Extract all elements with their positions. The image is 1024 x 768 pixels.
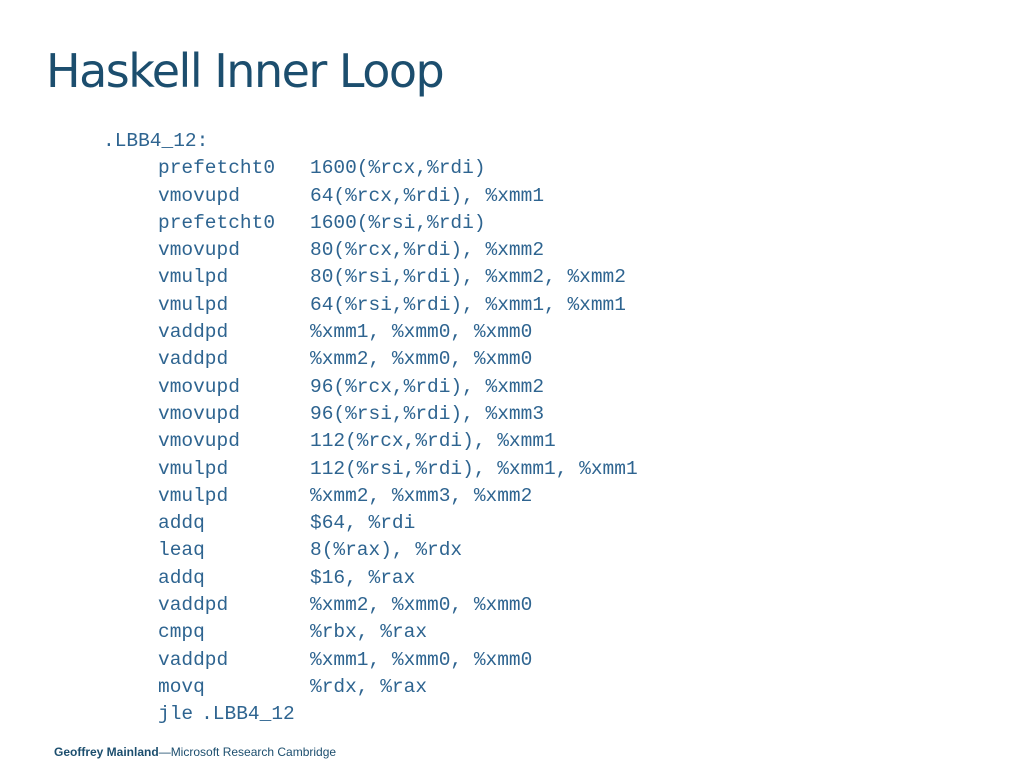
code-operands: .LBB4_12 [201, 703, 295, 726]
code-line: vaddpd %xmm2, %xmm0, %xmm0 [103, 346, 638, 373]
code-operands: 96(%rsi,%rdi), %xmm3 [310, 402, 545, 425]
code-operands: %rdx, %rax [310, 675, 428, 698]
code-line: vmovupd 96(%rsi,%rdi), %xmm3 [103, 401, 638, 428]
code-operands: %xmm2, %xmm3, %xmm2 [310, 484, 533, 507]
code-line: cmpq %rbx, %rax [103, 619, 638, 646]
code-line: vmovupd 96(%rcx,%rdi), %xmm2 [103, 374, 638, 401]
code-line: vaddpd %xmm1, %xmm0, %xmm0 [103, 647, 638, 674]
footer-separator: — [158, 745, 171, 759]
footer-author: Geoffrey Mainland [54, 745, 159, 759]
code-operands: 80(%rsi,%rdi), %xmm2, %xmm2 [310, 266, 626, 289]
code-label: .LBB4_12: [103, 130, 209, 152]
code-opcode: vmovupd [158, 402, 240, 425]
code-opcode: movq [158, 675, 205, 698]
code-opcode: vmulpd [158, 266, 229, 289]
code-line: vmovupd 64(%rcx,%rdi), %xmm1 [103, 183, 638, 210]
code-operands: %xmm1, %xmm0, %xmm0 [310, 648, 533, 671]
code-operands: %rbx, %rax [310, 621, 428, 644]
code-operands: $16, %rax [310, 566, 416, 589]
code-opcode: vmulpd [158, 484, 229, 507]
code-opcode: vmovupd [158, 239, 240, 262]
code-opcode: vaddpd [158, 594, 229, 617]
code-line: vmulpd 64(%rsi,%rdi), %xmm1, %xmm1 [103, 292, 638, 319]
code-line: prefetcht0 1600(%rcx,%rdi) [103, 155, 638, 182]
assembly-code-block: .LBB4_12: prefetcht0 1600(%rcx,%rdi) vmov… [103, 128, 638, 729]
code-operands: 64(%rcx,%rdi), %xmm1 [310, 184, 545, 207]
code-opcode: vaddpd [158, 348, 229, 371]
code-operands: 64(%rsi,%rdi), %xmm1, %xmm1 [310, 293, 626, 316]
code-line: prefetcht0 1600(%rsi,%rdi) [103, 210, 638, 237]
code-line: addq $16, %rax [103, 565, 638, 592]
code-opcode: addq [158, 566, 205, 589]
code-opcode: vaddpd [158, 321, 229, 344]
slide-footer: Geoffrey Mainland—Microsoft Research Cam… [54, 745, 336, 759]
code-opcode: vaddpd [158, 648, 229, 671]
code-line: vaddpd %xmm1, %xmm0, %xmm0 [103, 319, 638, 346]
code-line: movq %rdx, %rax [103, 674, 638, 701]
code-operands: 80(%rcx,%rdi), %xmm2 [310, 239, 545, 262]
code-opcode: vmulpd [158, 457, 229, 480]
code-line: addq $64, %rdi [103, 510, 638, 537]
code-opcode: vmovupd [158, 430, 240, 453]
code-operands: $64, %rdi [310, 512, 416, 535]
code-operands: 8(%rax), %rdx [310, 539, 463, 562]
code-line: vmovupd 80(%rcx,%rdi), %xmm2 [103, 237, 638, 264]
code-opcode: addq [158, 512, 205, 535]
code-opcode: cmpq [158, 621, 205, 644]
code-opcode: vmovupd [158, 184, 240, 207]
code-line: leaq 8(%rax), %rdx [103, 537, 638, 564]
code-line: vmulpd 112(%rsi,%rdi), %xmm1, %xmm1 [103, 456, 638, 483]
code-line: jle .LBB4_12 [103, 701, 638, 728]
code-operands: %xmm2, %xmm0, %xmm0 [310, 348, 533, 371]
code-operands: 96(%rcx,%rdi), %xmm2 [310, 375, 545, 398]
code-line: vmulpd 80(%rsi,%rdi), %xmm2, %xmm2 [103, 264, 638, 291]
code-operands: %xmm1, %xmm0, %xmm0 [310, 321, 533, 344]
code-operands: 1600(%rcx,%rdi) [310, 157, 486, 180]
code-operands: 112(%rcx,%rdi), %xmm1 [310, 430, 556, 453]
code-line: vmulpd %xmm2, %xmm3, %xmm2 [103, 483, 638, 510]
code-operands: 1600(%rsi,%rdi) [310, 211, 486, 234]
footer-organization: Microsoft Research Cambridge [170, 745, 337, 759]
code-operands: %xmm2, %xmm0, %xmm0 [310, 594, 533, 617]
code-line: vmovupd 112(%rcx,%rdi), %xmm1 [103, 428, 638, 455]
code-opcode: vmovupd [158, 375, 240, 398]
code-opcode: jle [158, 703, 194, 726]
code-line: vaddpd %xmm2, %xmm0, %xmm0 [103, 592, 638, 619]
code-opcode: prefetcht0 [158, 211, 276, 234]
code-operands: 112(%rsi,%rdi), %xmm1, %xmm1 [310, 457, 638, 480]
code-opcode: leaq [158, 539, 205, 562]
code-opcode: prefetcht0 [158, 157, 276, 180]
slide-title: Haskell Inner Loop [46, 44, 445, 98]
code-opcode: vmulpd [158, 293, 229, 316]
